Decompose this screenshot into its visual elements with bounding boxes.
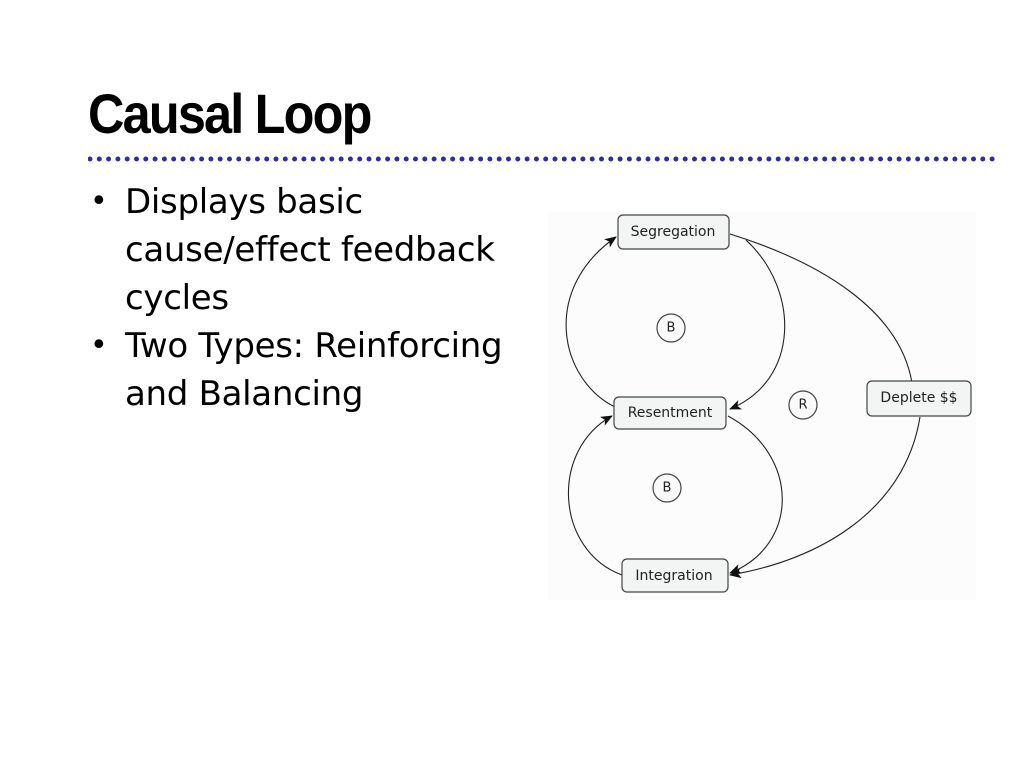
node-deplete: Deplete $$ (866, 380, 972, 417)
node-label: Resentment (628, 405, 713, 421)
node-integration: Integration (621, 558, 729, 593)
bullet-list: • Displays basic cause/effect feedback c… (88, 178, 528, 418)
loop-circle (656, 313, 686, 343)
bullet-text: Two Types: Reinforcing and Balancing (125, 326, 503, 414)
loop-circle (652, 473, 682, 503)
loop-marker-outer-reinforcing: R (788, 390, 818, 420)
loop-marker-upper-balancing: B (656, 313, 686, 343)
link-segregation-to-deplete (729, 233, 913, 384)
node-box (621, 558, 729, 593)
link-deplete-to-integration (729, 416, 921, 579)
node-box (617, 214, 730, 250)
loop-circle (788, 390, 818, 420)
bullet-item: • Displays basic cause/effect feedback c… (88, 178, 528, 322)
bullet-dot: • (90, 328, 108, 363)
causal-loop-diagram: Segregation Resentment Integration Deple… (548, 212, 976, 600)
slide-title: Causal Loop (88, 82, 372, 145)
node-label: Deplete $$ (880, 390, 957, 406)
node-box (866, 380, 972, 417)
link-resentment-to-segregation (565, 236, 617, 408)
bullet-text: Displays basic cause/effect feedback cyc… (125, 182, 495, 318)
link-integration-to-resentment (568, 415, 623, 576)
title-divider (88, 156, 996, 162)
node-label: Integration (635, 568, 712, 584)
loop-label: B (667, 321, 676, 336)
link-resentment-to-integration (727, 415, 783, 574)
loop-label: R (798, 398, 807, 413)
node-box (613, 396, 727, 430)
loop-marker-lower-balancing: B (652, 473, 682, 503)
loop-label: B (663, 481, 672, 496)
node-resentment: Resentment (613, 396, 727, 430)
link-segregation-to-resentment (729, 239, 786, 410)
node-label: Segregation (631, 224, 716, 240)
node-segregation: Segregation (617, 214, 730, 250)
bullet-item: • Two Types: Reinforcing and Balancing (88, 322, 528, 418)
bullet-dot: • (90, 184, 108, 219)
